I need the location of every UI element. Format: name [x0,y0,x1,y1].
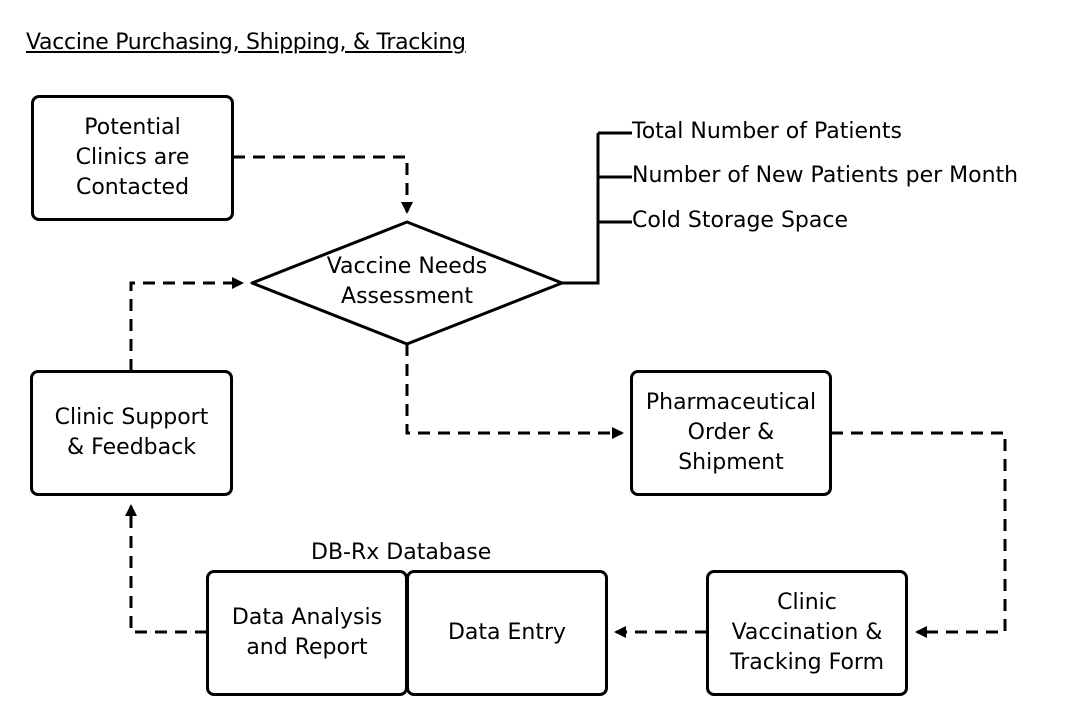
connector-assessment-to-order [405,344,624,439]
potential-clinics-label: Potential Clinics are Contacted [75,115,190,200]
potential-clinics-box: Potential Clinics are Contacted [31,95,234,221]
pharmaceutical-order-box: Pharmaceutical Order & Shipment [630,370,832,496]
clinic-support-box: Clinic Support & Feedback [30,370,233,496]
needs-assessment-label: Vaccine Needs Assessment [326,254,488,309]
data-analysis-box: Data Analysis and Report [206,570,408,696]
factor-new-patients: Number of New Patients per Month [632,163,1019,188]
factor-total-patients: Total Number of Patients [632,119,903,144]
clinic-vaccination-label: Clinic Vaccination & Tracking Form [730,590,884,675]
data-entry-box: Data Entry [406,570,608,696]
connector-support-to-assessment [129,277,244,371]
connector-assessment-factors [562,131,632,285]
data-analysis-label: Data Analysis and Report [231,605,383,660]
pharmaceutical-order-label: Pharmaceutical Order & Shipment [645,390,817,475]
diagram-title: Vaccine Purchasing, Shipping, & Tracking [26,30,466,55]
data-entry-label: Data Entry [447,620,567,645]
clinic-vaccination-box: Clinic Vaccination & Tracking Form [706,570,908,696]
connector-analysis-to-support [125,504,207,634]
database-label: DB-Rx Database [311,540,492,565]
connector-order-to-vaccination [831,431,1007,638]
clinic-support-label: Clinic Support & Feedback [54,405,209,460]
factor-cold-storage: Cold Storage Space [632,208,849,233]
connector-clinics-to-assessment [233,155,413,214]
